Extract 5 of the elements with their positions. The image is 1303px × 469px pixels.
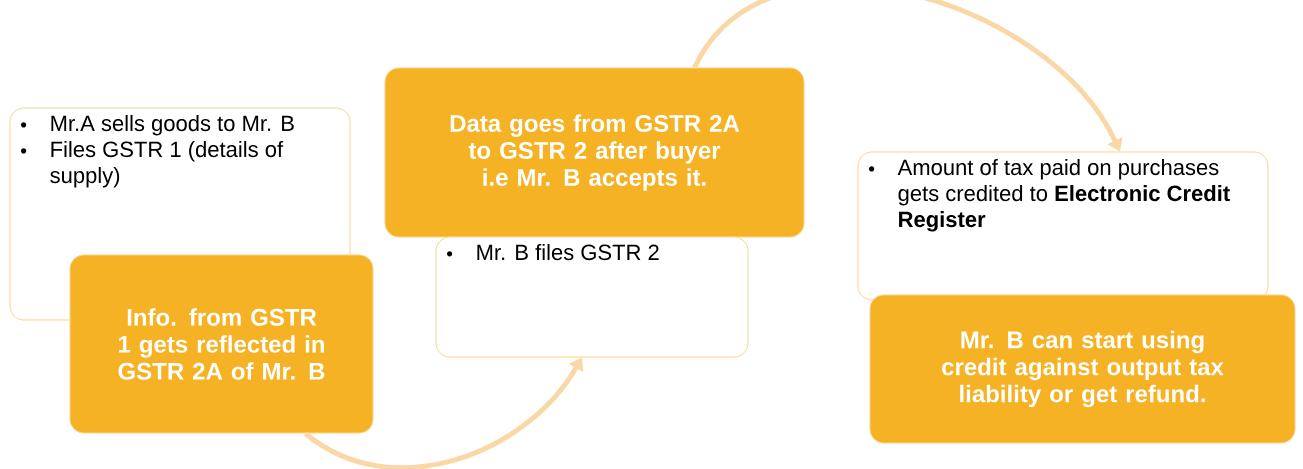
note-box: Mr. B files GSTR 2 bbox=[435, 236, 749, 358]
step-box: Info. from GSTR 1 gets reflected in GSTR 2A of Mr. B bbox=[69, 254, 374, 434]
step-box: Mr. B can start using credit against output tax liability or get refund. bbox=[869, 294, 1296, 444]
note-box: Amount of tax paid on purchases gets credited to Electronic Credit Register bbox=[857, 151, 1269, 301]
step-box: Data goes from GSTR 2A to GSTR 2 after buyer i.e Mr. B accepts it. bbox=[384, 67, 805, 238]
